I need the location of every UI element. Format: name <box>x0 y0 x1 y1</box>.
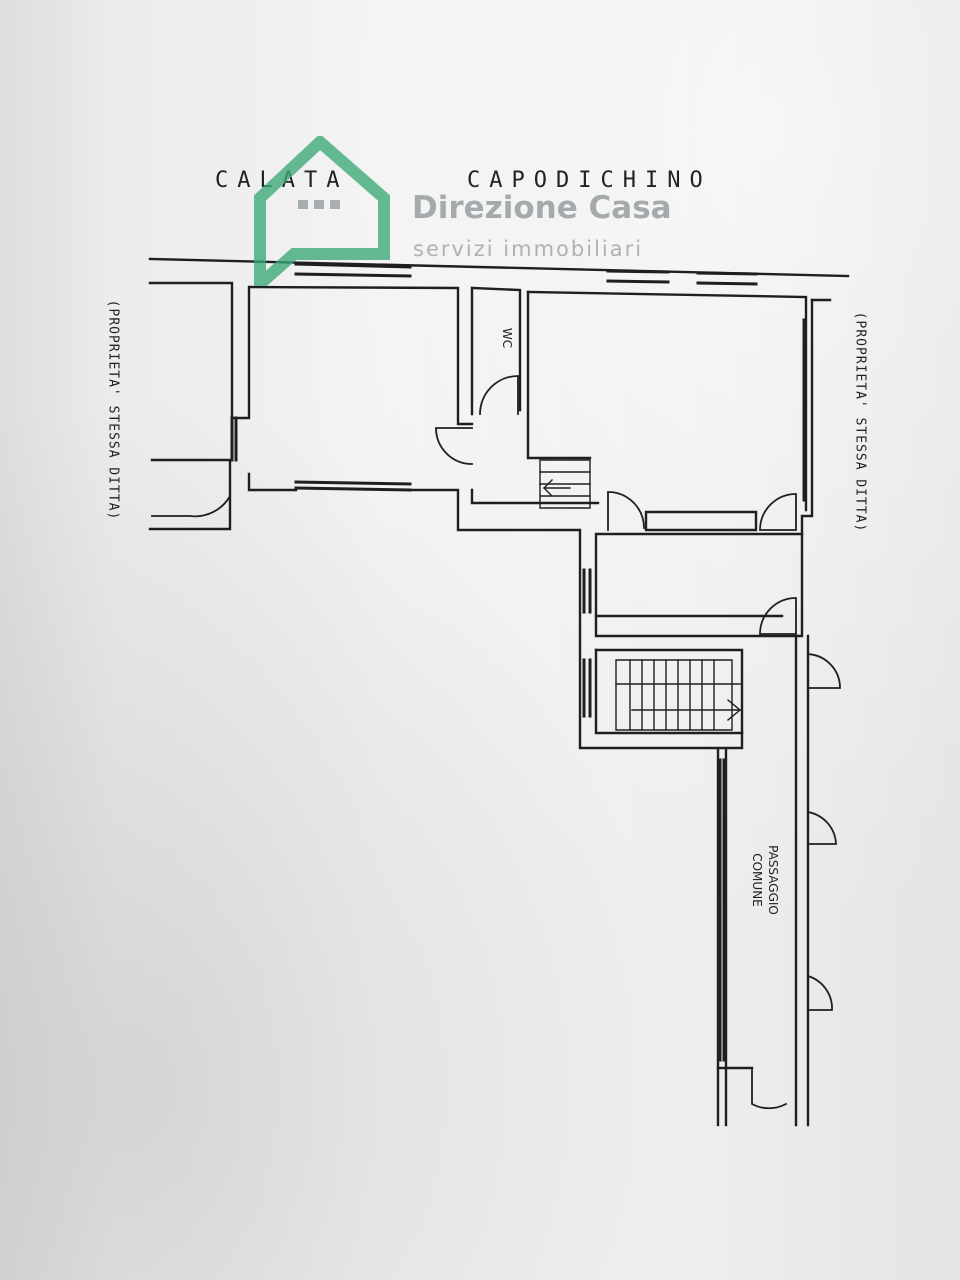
room-label-passaggio: PASSAGGIO COMUNE <box>749 845 781 915</box>
house-logo-icon <box>254 136 390 286</box>
small-stair <box>539 459 591 509</box>
wall <box>247 472 298 492</box>
wall <box>526 290 808 512</box>
wall <box>594 648 744 735</box>
street-name-right: CAPODICHINO <box>467 168 712 193</box>
watermark-tagline: servizi immobiliari <box>413 237 644 261</box>
neighbor-label-left: (PROPRIETA' STESSA DITTA) <box>105 299 121 521</box>
wall <box>594 532 804 638</box>
wall <box>148 458 232 531</box>
wall <box>148 281 474 426</box>
watermark-logo: Direzione Casa servizi immobiliari <box>252 136 722 286</box>
windows <box>230 262 806 1062</box>
stair-treads <box>615 659 742 731</box>
wall <box>594 648 744 735</box>
neighbor-label-right: (PROPRIETA' STESSA DITTA) <box>852 311 868 533</box>
watermark-brand-name: Direzione Casa <box>412 190 672 226</box>
wall <box>470 488 600 505</box>
passaggio-line-1: PASSAGGIO <box>766 845 780 915</box>
wall <box>526 290 592 460</box>
wall <box>800 298 814 536</box>
passaggio-line-2: COMUNE <box>750 853 764 907</box>
wall <box>408 488 744 750</box>
doors <box>151 375 841 1110</box>
wall <box>644 510 758 532</box>
wall <box>470 286 522 412</box>
room-label-wc: WC <box>500 327 514 349</box>
